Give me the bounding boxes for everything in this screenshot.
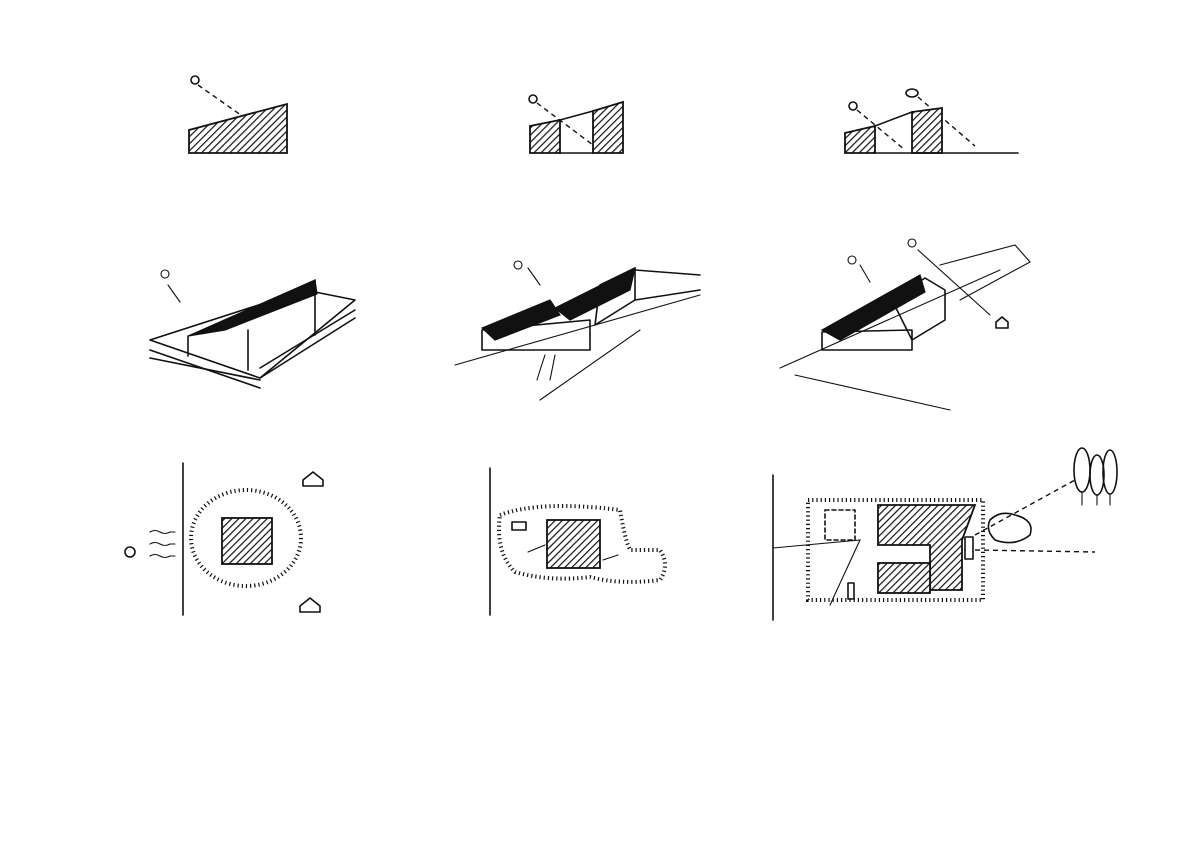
sun-icon <box>160 269 170 279</box>
sun-icon <box>905 88 919 98</box>
site-plan-1 <box>124 462 324 616</box>
section-3 <box>844 88 1019 154</box>
site-plan-3 <box>772 447 1118 621</box>
building-footprint <box>546 519 601 569</box>
sun-icon <box>190 75 200 85</box>
building-section <box>188 102 288 154</box>
house-icon <box>302 471 324 487</box>
axonometric-1 <box>149 269 356 389</box>
sun-icon <box>513 260 523 270</box>
site-plan-2 <box>489 467 667 616</box>
sun-icon <box>907 238 917 248</box>
axonometric-3 <box>779 238 1031 411</box>
house-icon <box>995 316 1009 329</box>
section-1 <box>188 75 288 154</box>
building-footprint <box>221 517 273 565</box>
sun-icon <box>528 94 538 104</box>
trees-icon <box>1073 447 1118 506</box>
section-2 <box>528 94 624 154</box>
house-icon <box>299 597 321 613</box>
sun-icon <box>848 101 858 111</box>
axonometric-2 <box>454 260 701 401</box>
sun-icon <box>847 255 857 265</box>
sun-icon <box>124 546 136 558</box>
